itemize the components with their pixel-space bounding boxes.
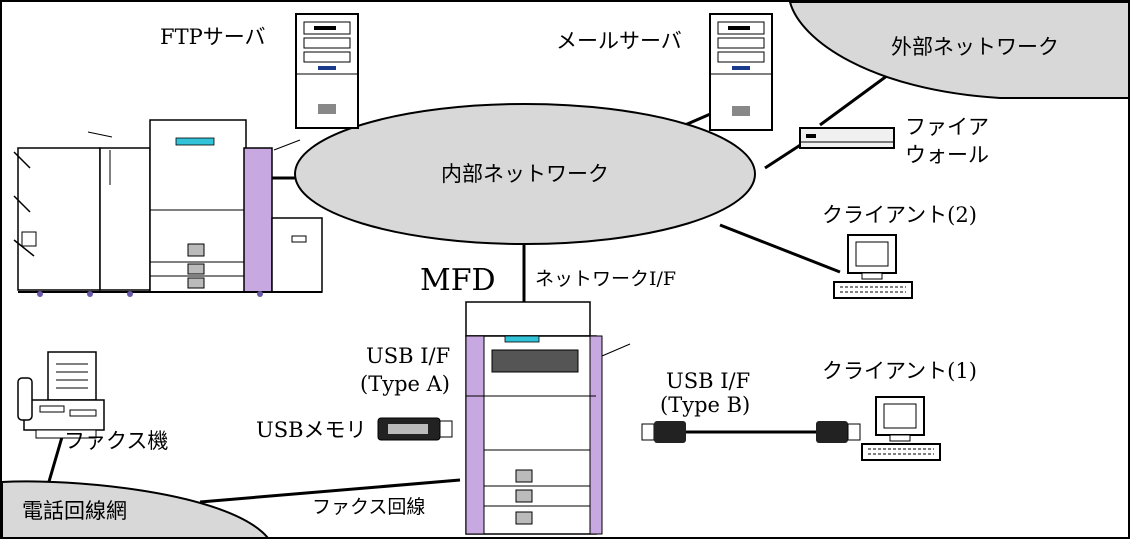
- client2-computer-icon: [833, 234, 913, 299]
- network-if-label: ネットワークI/F: [535, 268, 676, 290]
- client2-label: クライアント(2): [822, 203, 977, 227]
- firewall-internal-line: [764, 140, 806, 170]
- usb-memory-icon: [377, 417, 453, 441]
- usb-cable-plug-right-icon: [816, 421, 861, 443]
- fax-machine-label: ファクス機: [64, 429, 168, 453]
- connection-lines: [46, 68, 896, 504]
- mfd-printer-icon: [465, 301, 631, 535]
- internal-network-label: 内部ネットワーク: [441, 162, 609, 186]
- ftp-server-label: FTPサーバ: [160, 25, 266, 49]
- firewall-label-line1: ファイア: [905, 115, 989, 139]
- usb-b-label-line2: (Type B): [660, 393, 750, 417]
- usb-b-label-line1: USB I/F: [666, 369, 750, 393]
- fax-machine-line: [46, 436, 64, 486]
- mail-server-label: メールサーバ: [556, 29, 682, 53]
- firewall-icon: [799, 127, 895, 149]
- usb-a-label-line2: (Type A): [360, 372, 450, 396]
- phone-network-shape: [1, 480, 271, 539]
- usb-a-label-line1: USB I/F: [366, 344, 450, 368]
- client1-computer-icon: [861, 396, 941, 461]
- large-mfd-printer-icon: [13, 119, 323, 297]
- external-network-shape: [788, 1, 1130, 99]
- phone-network-label: 電話回線網: [22, 499, 127, 523]
- external-network-label: 外部ネットワーク: [891, 35, 1059, 59]
- mfd-label: MFD: [420, 263, 496, 298]
- fax-line-label: ファクス回線: [312, 496, 425, 518]
- client2-link-line: [719, 223, 841, 274]
- internal-network-ellipse: [294, 103, 756, 245]
- ftp-server-icon: [295, 13, 359, 129]
- firewall-external-line: [819, 68, 896, 127]
- fax-machine-icon: [17, 351, 105, 439]
- usb-cable-plug-left-icon: [641, 421, 686, 443]
- usb-memory-label: USBメモリ: [256, 418, 367, 442]
- firewall-label-line2: ウォール: [905, 143, 989, 167]
- fax-line: [199, 478, 461, 504]
- client1-label: クライアント(1): [822, 359, 977, 383]
- mail-server-icon: [709, 13, 773, 131]
